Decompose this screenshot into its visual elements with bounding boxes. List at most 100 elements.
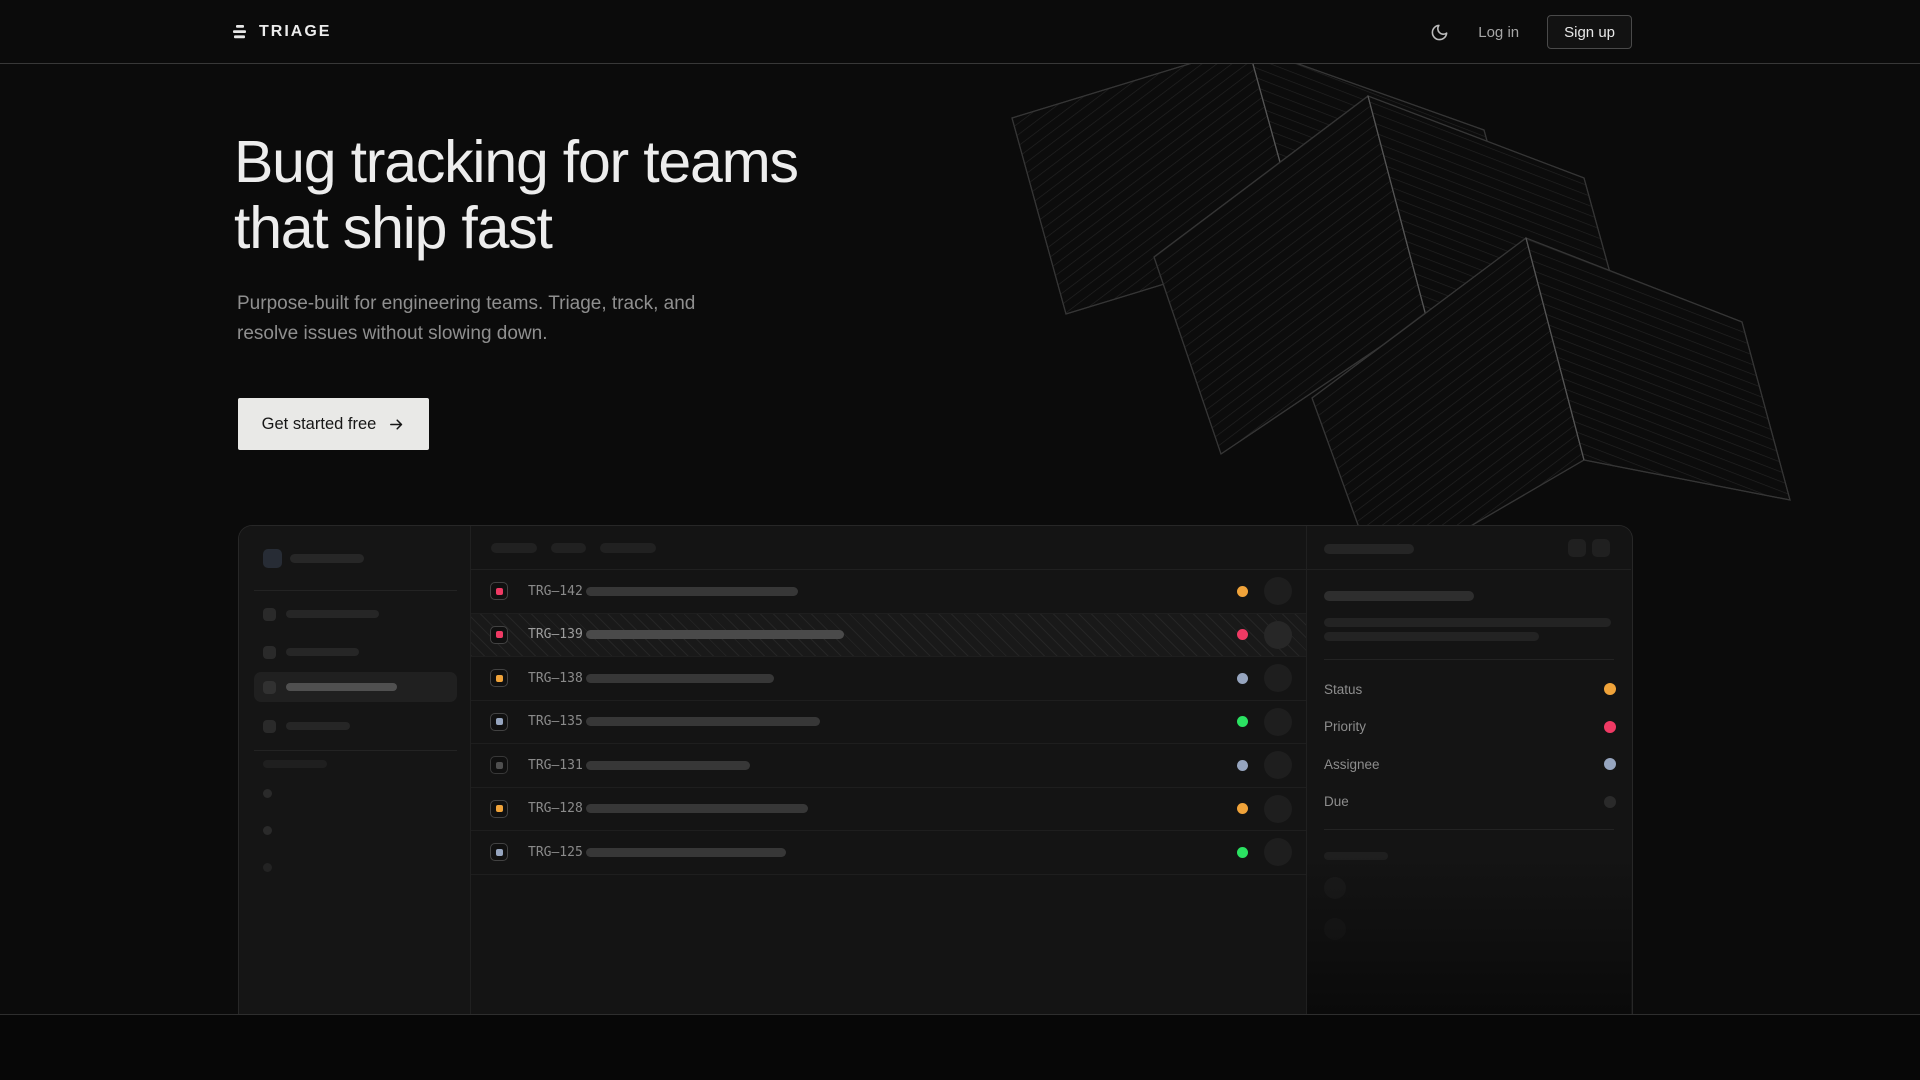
hero-subtitle-line1: Purpose-built for engineering teams. Tri… bbox=[237, 293, 696, 314]
detail-panel-header bbox=[1307, 526, 1631, 570]
sidebar-item-label-skeleton bbox=[286, 610, 379, 618]
sidebar-nav-item bbox=[254, 672, 457, 702]
next-section-band bbox=[0, 1014, 1920, 1080]
panel-action-button-skeleton bbox=[1592, 539, 1610, 557]
divider bbox=[1324, 659, 1614, 660]
sidebar-nav-item bbox=[254, 599, 457, 629]
assignee-avatar bbox=[1264, 794, 1292, 823]
divider bbox=[254, 750, 457, 751]
sidebar-item-icon bbox=[263, 645, 276, 659]
property-label: Priority bbox=[1324, 719, 1367, 734]
issue-title-skeleton bbox=[586, 760, 750, 770]
filter-pill-skeleton bbox=[600, 542, 656, 553]
panel-action-button-skeleton bbox=[1568, 539, 1586, 557]
hero-title-line1: Bug tracking for teams bbox=[234, 129, 799, 195]
issue-title-skeleton bbox=[586, 804, 808, 814]
hero-title: Bug tracking for teams that ship fast bbox=[234, 129, 799, 261]
sidebar-nav-item bbox=[254, 711, 457, 741]
get-started-label: Get started free bbox=[261, 414, 377, 433]
get-started-button[interactable]: Get started free bbox=[238, 398, 429, 450]
mockup-sidebar bbox=[239, 526, 471, 1015]
property-row: Assignee bbox=[1324, 751, 1616, 777]
assignee-avatar bbox=[1264, 664, 1292, 693]
issue-type-icon bbox=[490, 669, 508, 688]
assignee-avatar bbox=[1264, 707, 1292, 736]
issue-id: TRG–125 bbox=[528, 844, 583, 860]
issue-id: TRG–142 bbox=[528, 583, 583, 599]
issue-id: TRG–135 bbox=[528, 714, 583, 730]
sidebar-item-label-skeleton bbox=[286, 722, 350, 730]
issue-title-skeleton bbox=[1324, 591, 1474, 601]
workspace-avatar bbox=[263, 549, 282, 568]
issue-id: TRG–139 bbox=[528, 627, 583, 643]
status-dot bbox=[1237, 846, 1248, 858]
login-link[interactable]: Log in bbox=[1478, 23, 1520, 41]
issue-type-icon bbox=[490, 756, 508, 775]
issue-type-icon bbox=[490, 843, 508, 862]
description-skeleton bbox=[1324, 618, 1611, 627]
issue-title-skeleton bbox=[586, 717, 820, 727]
assignee-avatar bbox=[1264, 577, 1292, 606]
property-row: Priority bbox=[1324, 714, 1616, 740]
triage-logo-icon bbox=[233, 24, 246, 38]
assignee-avatar bbox=[1264, 838, 1292, 867]
status-dot bbox=[1237, 585, 1248, 597]
sidebar-footer-dot bbox=[263, 862, 272, 872]
issue-row: TRG–142 bbox=[471, 570, 1306, 614]
property-label: Status bbox=[1324, 681, 1363, 697]
sidebar-footer-dot bbox=[263, 825, 272, 835]
status-dot bbox=[1237, 672, 1248, 684]
property-row: Due bbox=[1324, 789, 1616, 815]
issue-type-icon bbox=[490, 799, 508, 818]
issue-row: TRG–138 bbox=[471, 657, 1306, 701]
brand-name: TRIAGE bbox=[259, 23, 332, 40]
assignee-avatar bbox=[1264, 751, 1292, 780]
issue-id: TRG–128 bbox=[528, 801, 583, 817]
hero-subtitle: Purpose-built for engineering teams. Tri… bbox=[237, 289, 695, 349]
arrow-right-icon bbox=[390, 418, 403, 430]
status-dot bbox=[1237, 759, 1248, 771]
detail-title-skeleton bbox=[1324, 544, 1414, 554]
issue-id: TRG–138 bbox=[528, 670, 583, 686]
hero-title-line2: that ship fast bbox=[234, 195, 553, 261]
status-dot bbox=[1237, 716, 1248, 728]
issue-title-skeleton bbox=[586, 630, 844, 640]
property-label: Assignee bbox=[1324, 756, 1380, 772]
top-nav: TRIAGE Log in Sign up bbox=[0, 0, 1920, 64]
issue-type-icon bbox=[490, 582, 508, 601]
brand[interactable]: TRIAGE bbox=[233, 0, 331, 64]
signup-button[interactable]: Sign up bbox=[1547, 15, 1632, 49]
issue-list-header bbox=[471, 526, 1306, 570]
property-label: Due bbox=[1324, 794, 1349, 809]
sidebar-item-icon bbox=[263, 607, 276, 621]
property-value-dot bbox=[1604, 720, 1616, 733]
property-value-dot bbox=[1604, 683, 1616, 695]
divider bbox=[254, 590, 457, 591]
issue-row: TRG–131 bbox=[471, 744, 1306, 788]
moon-icon bbox=[1431, 24, 1448, 40]
property-value-dot bbox=[1604, 758, 1616, 770]
issue-row: TRG–128 bbox=[471, 788, 1306, 831]
description-skeleton bbox=[1324, 632, 1539, 641]
property-value-dot bbox=[1604, 795, 1616, 808]
issue-title-skeleton bbox=[586, 847, 786, 857]
panel-fade-overlay bbox=[1307, 855, 1631, 1015]
issue-type-icon bbox=[490, 712, 508, 731]
workspace-name-skeleton bbox=[290, 554, 364, 563]
sidebar-item-icon bbox=[263, 680, 276, 694]
sidebar-footer-dot bbox=[263, 789, 272, 798]
sidebar-item-label-skeleton bbox=[286, 683, 397, 691]
nav-actions: Log in Sign up bbox=[1428, 0, 1632, 64]
issue-title-skeleton bbox=[586, 586, 798, 596]
sidebar-section-label-skeleton bbox=[263, 760, 327, 768]
filter-pill-skeleton bbox=[491, 542, 537, 553]
status-dot bbox=[1237, 629, 1248, 641]
sidebar-nav-item bbox=[254, 637, 457, 667]
issue-title-skeleton bbox=[586, 673, 774, 683]
theme-toggle-button[interactable] bbox=[1428, 21, 1450, 43]
